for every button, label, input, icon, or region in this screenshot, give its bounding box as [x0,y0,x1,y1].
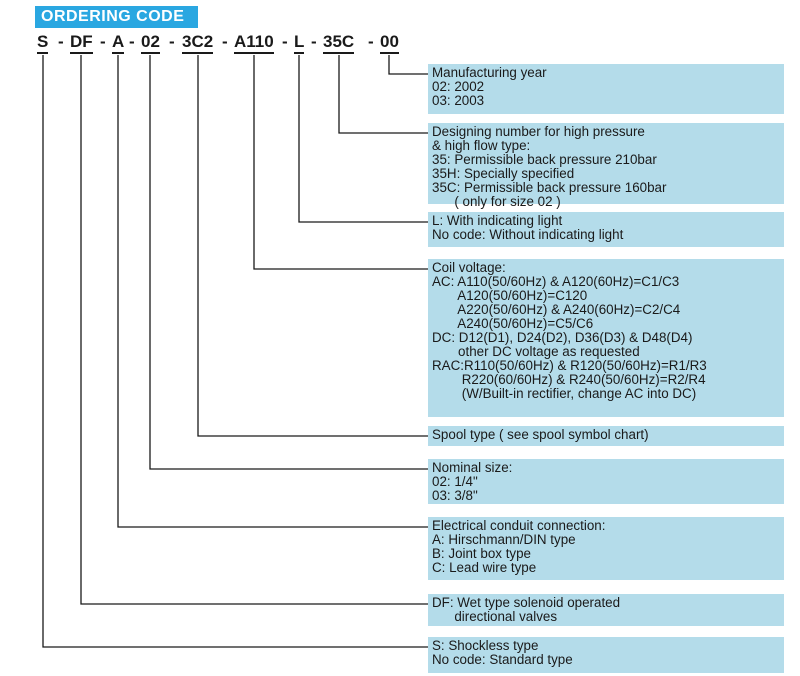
description-line: S: Shockless type [432,638,539,653]
description-line: 02: 2002 [432,79,485,94]
description-box: Electrical conduit connection:A: Hirschm… [428,517,784,580]
description-line: DF: Wet type solenoid operated [432,595,621,610]
description-line: ( only for size 02 ) [432,194,561,209]
code-part: 35C [323,32,355,54]
connector-line [117,55,428,528]
code-part: 00 [380,32,399,54]
description-line: & high flow type: [432,138,531,153]
description-line: C: Lead wire type [432,560,537,575]
code-separator: - [222,32,228,51]
connector-line [42,55,428,648]
description-line: No code: Standard type [432,652,573,667]
description-line: Coil voltage: [432,260,506,275]
description-line: A: Hirschmann/DIN type [432,532,576,547]
code-part: A110 [234,32,274,54]
description-line: L: With indicating light [432,213,563,228]
connector-line [197,55,428,437]
description-line: A220(50/60Hz) & A240(60Hz)=C2/C4 [432,302,681,317]
description-line: Designing number for high pressure [432,124,645,139]
connector-line [298,55,428,223]
code-part: 3C2 [182,32,214,54]
code-separator: - [100,32,106,51]
description-line: A120(50/60Hz)=C120 [432,288,588,303]
code-part: DF [70,32,93,54]
description-line: 35H: Specially specified [432,166,575,181]
description-box: Coil voltage:AC: A110(50/60Hz) & A120(60… [428,259,784,417]
connector-line [388,55,428,75]
description-line: Electrical conduit connection: [432,518,606,533]
description-line: B: Joint box type [432,546,531,561]
code-separator: - [58,32,64,51]
description-line: DC: D12(D1), D24(D2), D36(D3) & D48(D4) [432,330,693,345]
code-part: A [112,32,125,54]
description-box: Designing number for high pressure& high… [428,123,784,209]
code-part: S [37,32,49,54]
description-line: Spool type ( see spool symbol chart) [432,427,649,442]
connector-line [80,55,428,605]
description-line: 35: Permissible back pressure 210bar [432,152,657,167]
description-line: directional valves [432,609,558,624]
description-box: DF: Wet type solenoid operated direction… [428,594,784,626]
connector-line [149,55,428,470]
connector-line [338,55,428,134]
description-line: Nominal size: [432,460,513,475]
description-line: No code: Without indicating light [432,227,624,242]
description-box: Nominal size:02: 1/4"03: 3/8" [428,459,784,504]
description-line: A240(50/60Hz)=C5/C6 [432,316,594,331]
code-separator: - [311,32,317,51]
description-line: RAC:R110(50/60Hz) & R120(50/60Hz)=R1/R3 [432,358,707,373]
description-line: (W/Built-in rectifier, change AC into DC… [432,386,697,401]
connector-line [253,55,428,270]
description-line: R220(60/60Hz) & R240(50/60Hz)=R2/R4 [432,372,706,387]
code-separator: - [282,32,288,51]
description-line: Manufacturing year [432,65,547,80]
description-line: 35C: Permissible back pressure 160bar [432,180,667,195]
code-separator: - [169,32,175,51]
code-separator: - [129,32,135,51]
description-line: 03: 3/8" [432,488,478,503]
description-line: AC: A110(50/60Hz) & A120(60Hz)=C1/C3 [432,274,680,289]
description-line: other DC voltage as requested [432,344,640,359]
description-box: Spool type ( see spool symbol chart) [428,426,784,446]
code-part: 02 [141,32,160,54]
code-part: L [294,32,305,54]
description-line: 03: 2003 [432,93,485,108]
description-line: 02: 1/4" [432,474,478,489]
code-separator: - [368,32,374,51]
ordering-code-title: ORDERING CODE [35,6,198,28]
